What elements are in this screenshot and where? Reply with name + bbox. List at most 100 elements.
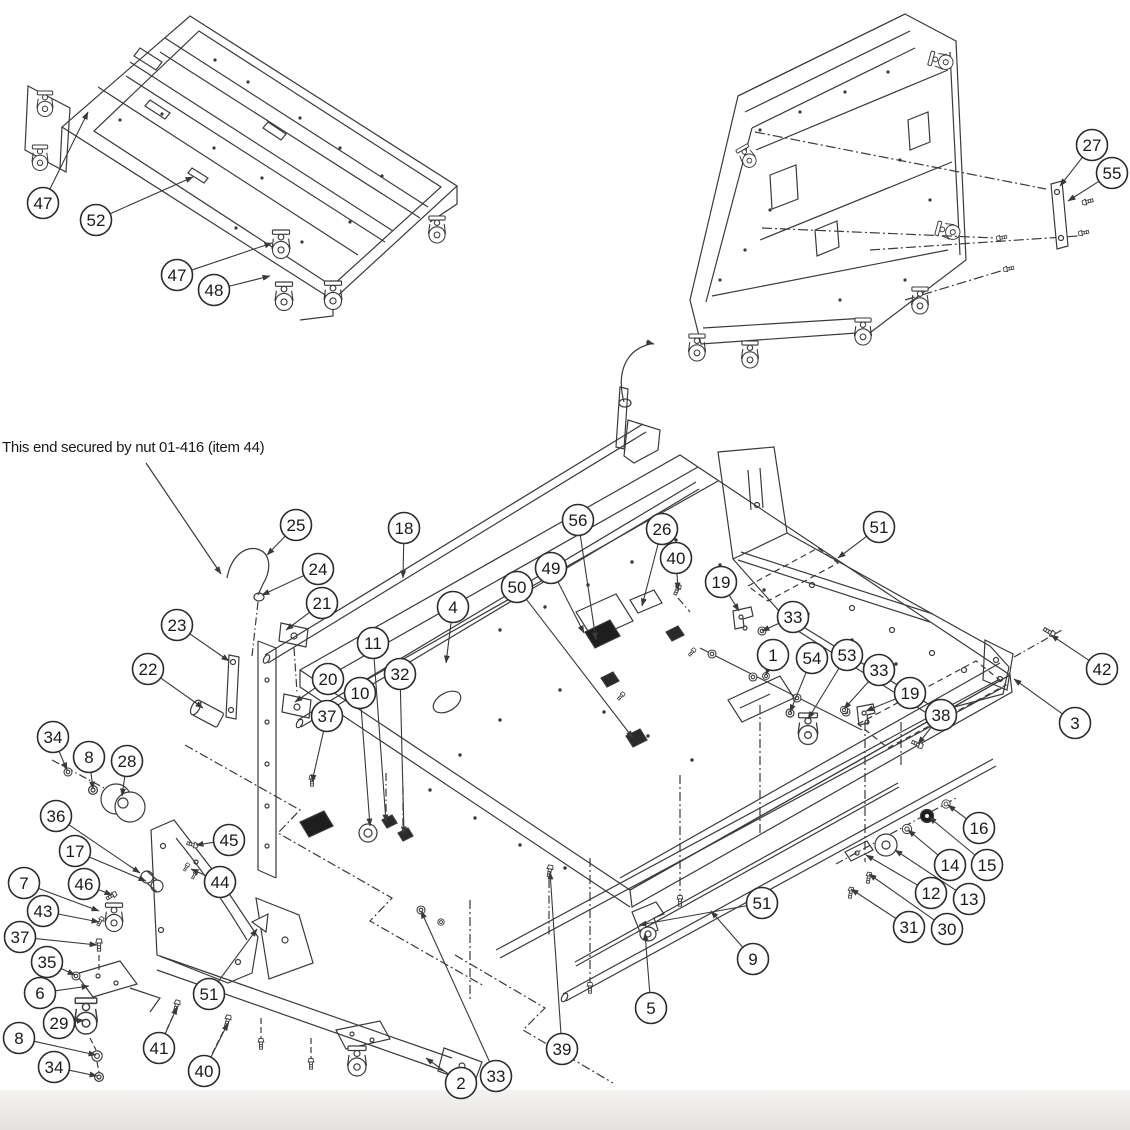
callout-balloon-circle (301, 552, 335, 586)
callout-balloon-circle (160, 258, 194, 292)
callout-balloon-circle (795, 641, 829, 675)
part-callout-33: 33 (761, 600, 810, 634)
callout-number: 22 (139, 660, 158, 679)
callout-number: 21 (313, 594, 332, 613)
part-callout-13: 13 (894, 849, 986, 916)
callout-balloon-circle (110, 744, 144, 778)
part-callout-27: 27 (1059, 128, 1109, 187)
part-callout-40: 40 (659, 541, 693, 591)
part-callout-7: 7 (7, 866, 100, 912)
part-callout-43: 43 (26, 894, 100, 928)
callout-balloon-circle (645, 512, 679, 546)
part-callout-17: 17 (58, 834, 147, 882)
callout-number: 36 (47, 807, 66, 826)
callout-number: 50 (508, 578, 527, 597)
callout-leader-line (189, 633, 230, 662)
callout-leader-line (557, 581, 585, 634)
callout-number: 13 (960, 890, 979, 909)
callout-balloon-circle (930, 912, 964, 946)
callout-leader-line (285, 611, 310, 631)
callout-balloon-circle (1075, 128, 1109, 162)
bottom-shadow-band (0, 1090, 1130, 1130)
callout-number: 2 (456, 1074, 465, 1093)
callout-number: 33 (870, 661, 889, 680)
callout-number: 23 (168, 616, 187, 635)
callout-balloon-circle (704, 565, 738, 599)
part-callout-50: 50 (500, 570, 634, 739)
callout-leader-line (1059, 156, 1083, 187)
callout-number: 51 (200, 985, 219, 1004)
callout-leader-line (947, 804, 967, 820)
part-callout-33: 33 (420, 910, 513, 1093)
callout-number: 56 (569, 511, 588, 530)
part-callout-9: 9 (710, 910, 770, 976)
part-callout-6: 6 (23, 976, 90, 1010)
callout-leader-line (310, 730, 325, 783)
part-callout-30: 30 (868, 873, 964, 946)
callout-number: 5 (646, 999, 655, 1018)
callout-number: 7 (19, 874, 28, 893)
callout-leader-line (728, 594, 740, 612)
callout-leader-line (35, 938, 98, 948)
part-callout-20: 20 (294, 662, 345, 703)
part-callout-38: 38 (917, 698, 958, 745)
callout-leader-line (58, 751, 68, 771)
part-callout-24: 24 (261, 552, 335, 596)
part-callout-26: 26 (640, 512, 679, 607)
bottom-front-arm (157, 905, 482, 1084)
part-callout-56: 56 (561, 503, 598, 641)
part-callout-35: 35 (30, 945, 76, 979)
part-callout-31: 31 (850, 888, 926, 944)
callout-leader-line (917, 726, 932, 745)
flat-frame-assembly-view (25, 16, 457, 320)
part-callout-41: 41 (142, 1006, 178, 1065)
callout-leader-line (400, 543, 407, 579)
callout-leader-line (579, 535, 598, 641)
callout-leader-line (1050, 634, 1090, 661)
part-callout-53: 53 (807, 638, 864, 720)
callout-number: 37 (11, 928, 30, 947)
callout-balloon-circle (545, 1032, 579, 1066)
caster-icon (36, 90, 54, 118)
callout-number: 48 (205, 281, 224, 300)
part-callout-12: 12 (865, 854, 948, 910)
callout-balloon-circle (830, 638, 864, 672)
callout-leader-line (425, 1057, 449, 1075)
callout-number: 51 (753, 894, 772, 913)
callout-number: 39 (553, 1040, 572, 1059)
callout-number: 40 (195, 1062, 214, 1081)
callout-number: 33 (784, 608, 803, 627)
callout-leader-line (60, 968, 76, 976)
callout-number: 16 (970, 819, 989, 838)
part-callout-19: 19 (704, 565, 740, 612)
callout-balloon-circle (534, 551, 568, 585)
callout-leader-line (109, 176, 194, 215)
callout-leader-line (443, 622, 452, 664)
callout-leader-line (191, 242, 273, 271)
callout-balloon-circle (500, 570, 534, 604)
callout-balloon-circle (39, 799, 73, 833)
callout-balloon-circle (192, 977, 226, 1011)
callout-balloon-circle (862, 510, 896, 544)
callout-leader-line (850, 888, 897, 919)
callout-number: 12 (922, 884, 941, 903)
part-callout-54: 54 (789, 641, 829, 713)
callout-leader-line (228, 274, 271, 287)
callout-leader-line (642, 932, 651, 993)
part-callout-42: 42 (1050, 634, 1119, 686)
caster-icon (274, 281, 294, 312)
callout-balloon-circle (23, 976, 57, 1010)
callout-balloon-circle (924, 698, 958, 732)
callout-leader-line (868, 873, 935, 921)
callout-leader-line (266, 535, 286, 556)
callout-balloon-circle (436, 590, 470, 624)
part-callout-34: 34 (37, 1050, 98, 1084)
callout-leader-line (638, 905, 747, 927)
callout-leader-line (526, 598, 634, 739)
callout-balloon-circle (310, 699, 344, 733)
part-callout-36: 36 (39, 799, 141, 874)
callout-number: 30 (938, 920, 957, 939)
part-callout-47: 47 (26, 111, 89, 220)
part-callout-11: 11 (356, 626, 390, 823)
